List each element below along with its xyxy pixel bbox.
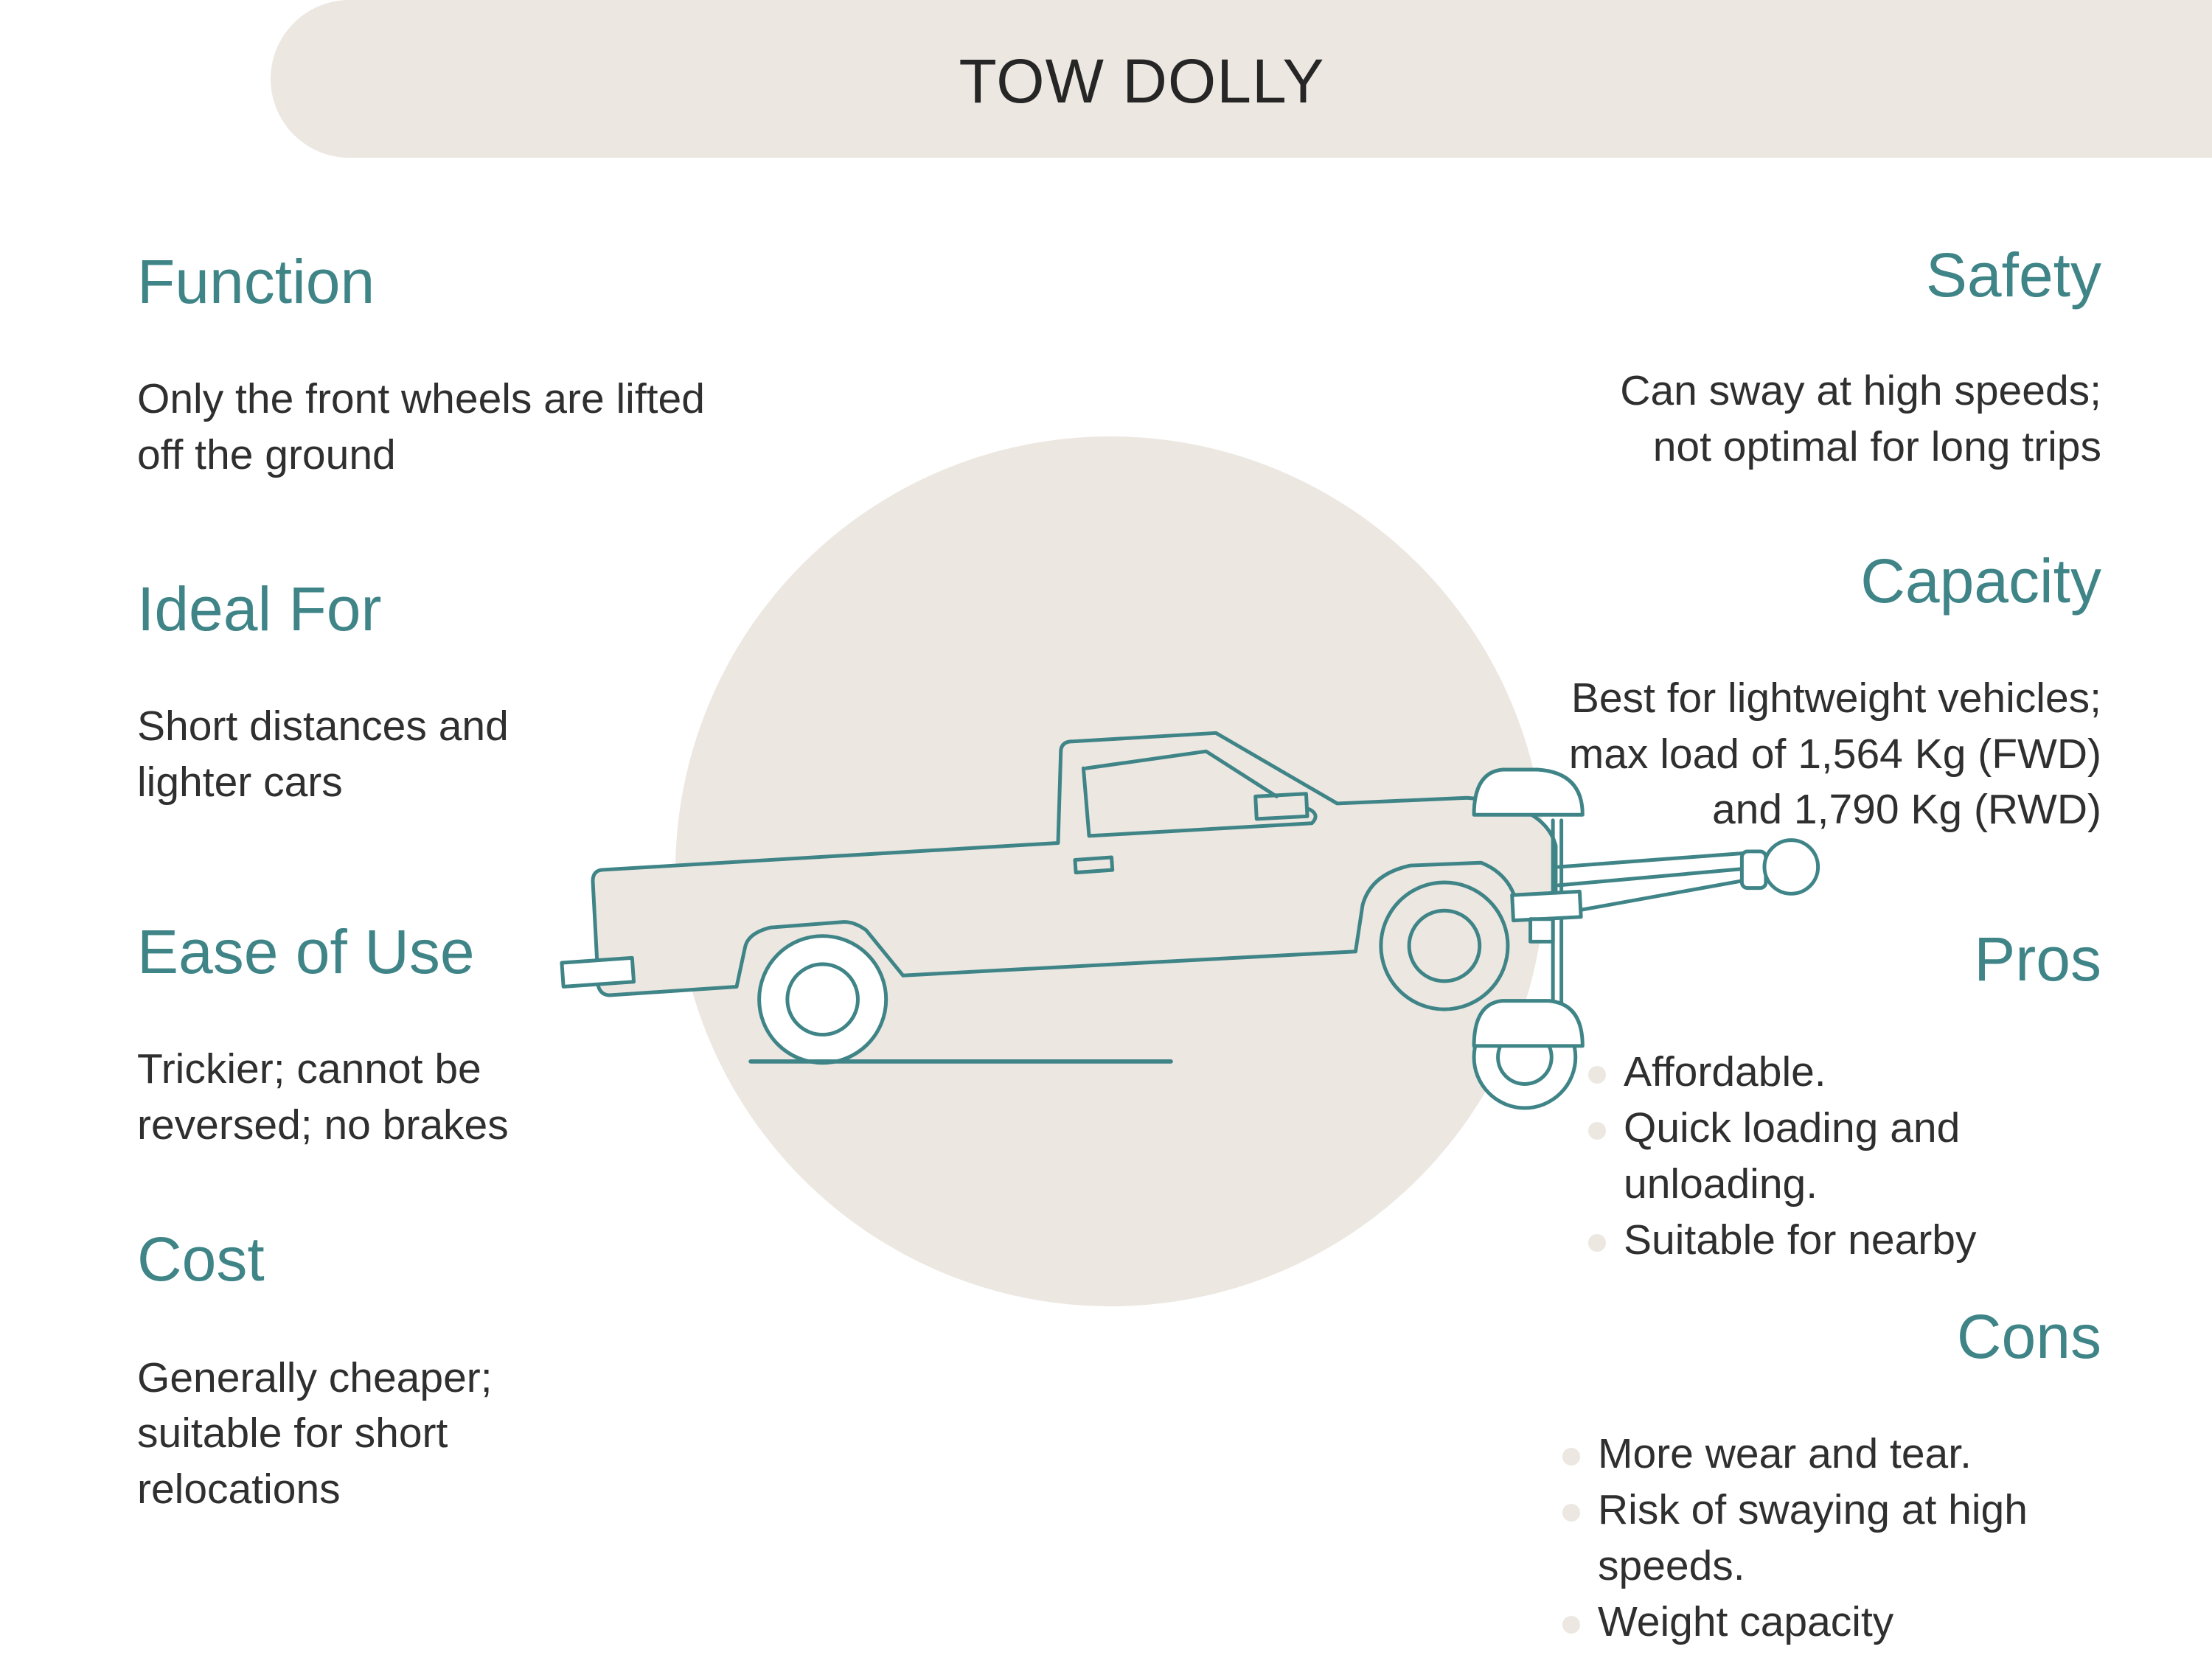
pros-heading: Pros: [1974, 924, 2101, 994]
safety-line-2: not optimal for long trips: [1652, 423, 2101, 470]
capacity-line-1: Best for lightweight vehicles;: [1571, 675, 2101, 722]
cons-item-text: More wear and tear.: [1598, 1430, 1972, 1477]
cons-item: Risk of swaying at high speeds.: [1562, 1482, 2028, 1594]
tow-dolly-icon: [1472, 767, 1820, 1110]
cons-item-text: Weight capacity: [1598, 1598, 1894, 1645]
ideal-for-line-1: Short distances and: [137, 703, 509, 750]
ideal-for-heading: Ideal For: [137, 574, 382, 644]
bullet-icon: [1562, 1504, 1580, 1522]
cons-list: More wear and tear. Risk of swaying at h…: [1562, 1426, 2028, 1650]
ease-of-use-line-1: Trickier; cannot be: [137, 1045, 481, 1093]
capacity-line-2: max load of 1,564 Kg (FWD): [1568, 731, 2101, 778]
pros-item-text: unloading.: [1624, 1160, 1818, 1208]
bullet-icon: [1588, 1066, 1606, 1084]
pros-item-text: Affordable.: [1624, 1048, 1826, 1095]
bullet-icon: [1588, 1122, 1606, 1140]
function-heading: Function: [137, 247, 375, 316]
title-banner: TOW DOLLY: [271, 0, 2212, 158]
pros-item: Quick loading and unloading.: [1588, 1100, 1976, 1212]
cons-item-text: speeds.: [1598, 1542, 1745, 1589]
cons-item: Weight capacity: [1562, 1594, 2028, 1650]
pros-item-text: Suitable for nearby: [1624, 1216, 1977, 1264]
cons-item: More wear and tear.: [1562, 1426, 2028, 1482]
bullet-icon: [1562, 1448, 1580, 1466]
pros-item-text: Quick loading and: [1624, 1104, 1961, 1151]
function-line-2: off the ground: [137, 431, 396, 478]
safety-heading: Safety: [1925, 240, 2101, 310]
pros-item: Affordable.: [1588, 1044, 1976, 1100]
bullet-icon: [1562, 1616, 1580, 1634]
capacity-heading: Capacity: [1860, 546, 2101, 616]
function-line-1: Only the front wheels are lifted: [137, 375, 705, 422]
ideal-for-line-2: lighter cars: [137, 759, 343, 806]
capacity-line-3: and 1,790 Kg (RWD): [1711, 786, 2101, 833]
cost-line-1: Generally cheaper;: [137, 1354, 493, 1401]
ease-of-use-line-2: reversed; no brakes: [137, 1101, 509, 1149]
bullet-icon: [1588, 1234, 1606, 1252]
pros-item: Suitable for nearby: [1588, 1212, 1977, 1268]
cons-heading: Cons: [1956, 1302, 2101, 1371]
page-title: TOW DOLLY: [959, 46, 1325, 116]
cost-line-2: suitable for short: [137, 1410, 448, 1457]
cost-line-3: relocations: [137, 1466, 341, 1513]
safety-line-1: Can sway at high speeds;: [1620, 367, 2101, 414]
ease-of-use-heading: Ease of Use: [137, 917, 475, 986]
cons-item-text: Risk of swaying at high: [1598, 1486, 2028, 1533]
cost-heading: Cost: [137, 1224, 265, 1294]
pickup-truck-icon: [560, 731, 1558, 1065]
